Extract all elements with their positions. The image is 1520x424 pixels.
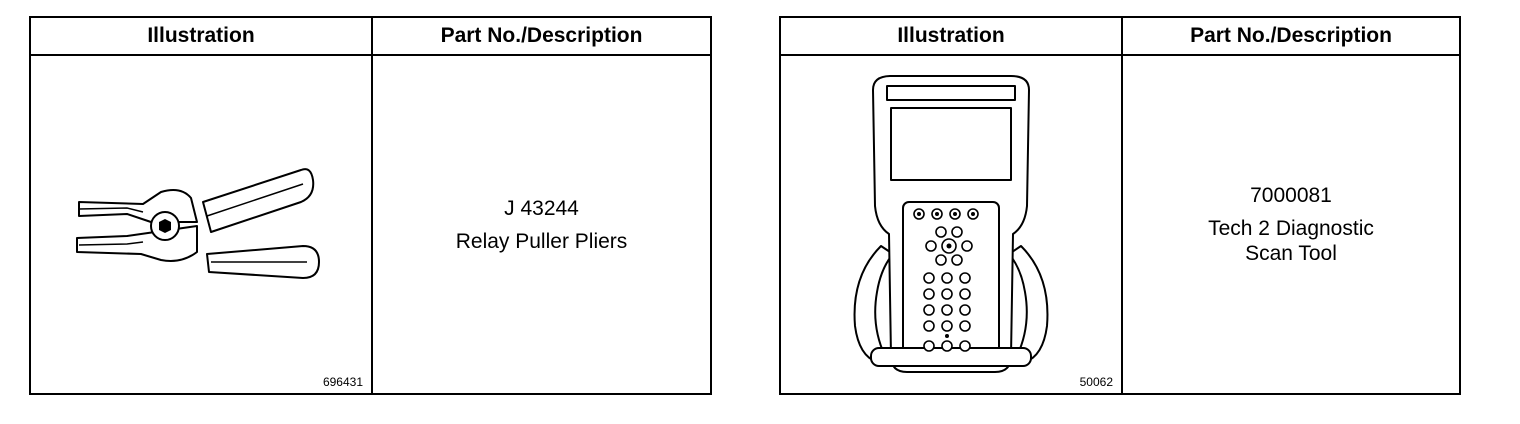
illustration-cell: 696431 — [31, 56, 371, 393]
relay-puller-pliers-icon — [76, 168, 320, 279]
header-illustration: Illustration — [147, 24, 255, 47]
header-part-description: Part No./Description — [440, 24, 643, 47]
table-header-row: Illustration Part No./Description — [781, 18, 1459, 56]
header-part-description: Part No./Description — [1190, 24, 1392, 47]
part-description-line-2: Scan Tool — [1245, 242, 1337, 265]
part-number: J 43244 — [504, 196, 579, 220]
tool-table-tech2: Illustration Part No./Description — [779, 16, 1461, 395]
part-description-cell: 7000081 Tech 2 Diagnostic Scan Tool — [1123, 56, 1459, 393]
part-description: Relay Puller Pliers — [455, 229, 628, 253]
part-description-line-1: Tech 2 Diagnostic — [1208, 217, 1374, 240]
figure-number: 50062 — [1079, 375, 1113, 389]
table-header-row: Illustration Part No./Description — [31, 18, 710, 56]
column-divider — [371, 18, 373, 393]
part-description-cell: J 43244 Relay Puller Pliers — [373, 56, 710, 393]
tech2-scan-tool-icon — [853, 75, 1049, 373]
tool-table-relay-puller: Illustration Part No./Description — [29, 16, 712, 395]
illustration-cell: 50062 — [781, 56, 1121, 393]
part-number: 7000081 — [1250, 184, 1332, 207]
header-illustration: Illustration — [897, 24, 1005, 47]
column-divider — [1121, 18, 1123, 393]
figure-number: 696431 — [322, 375, 363, 389]
